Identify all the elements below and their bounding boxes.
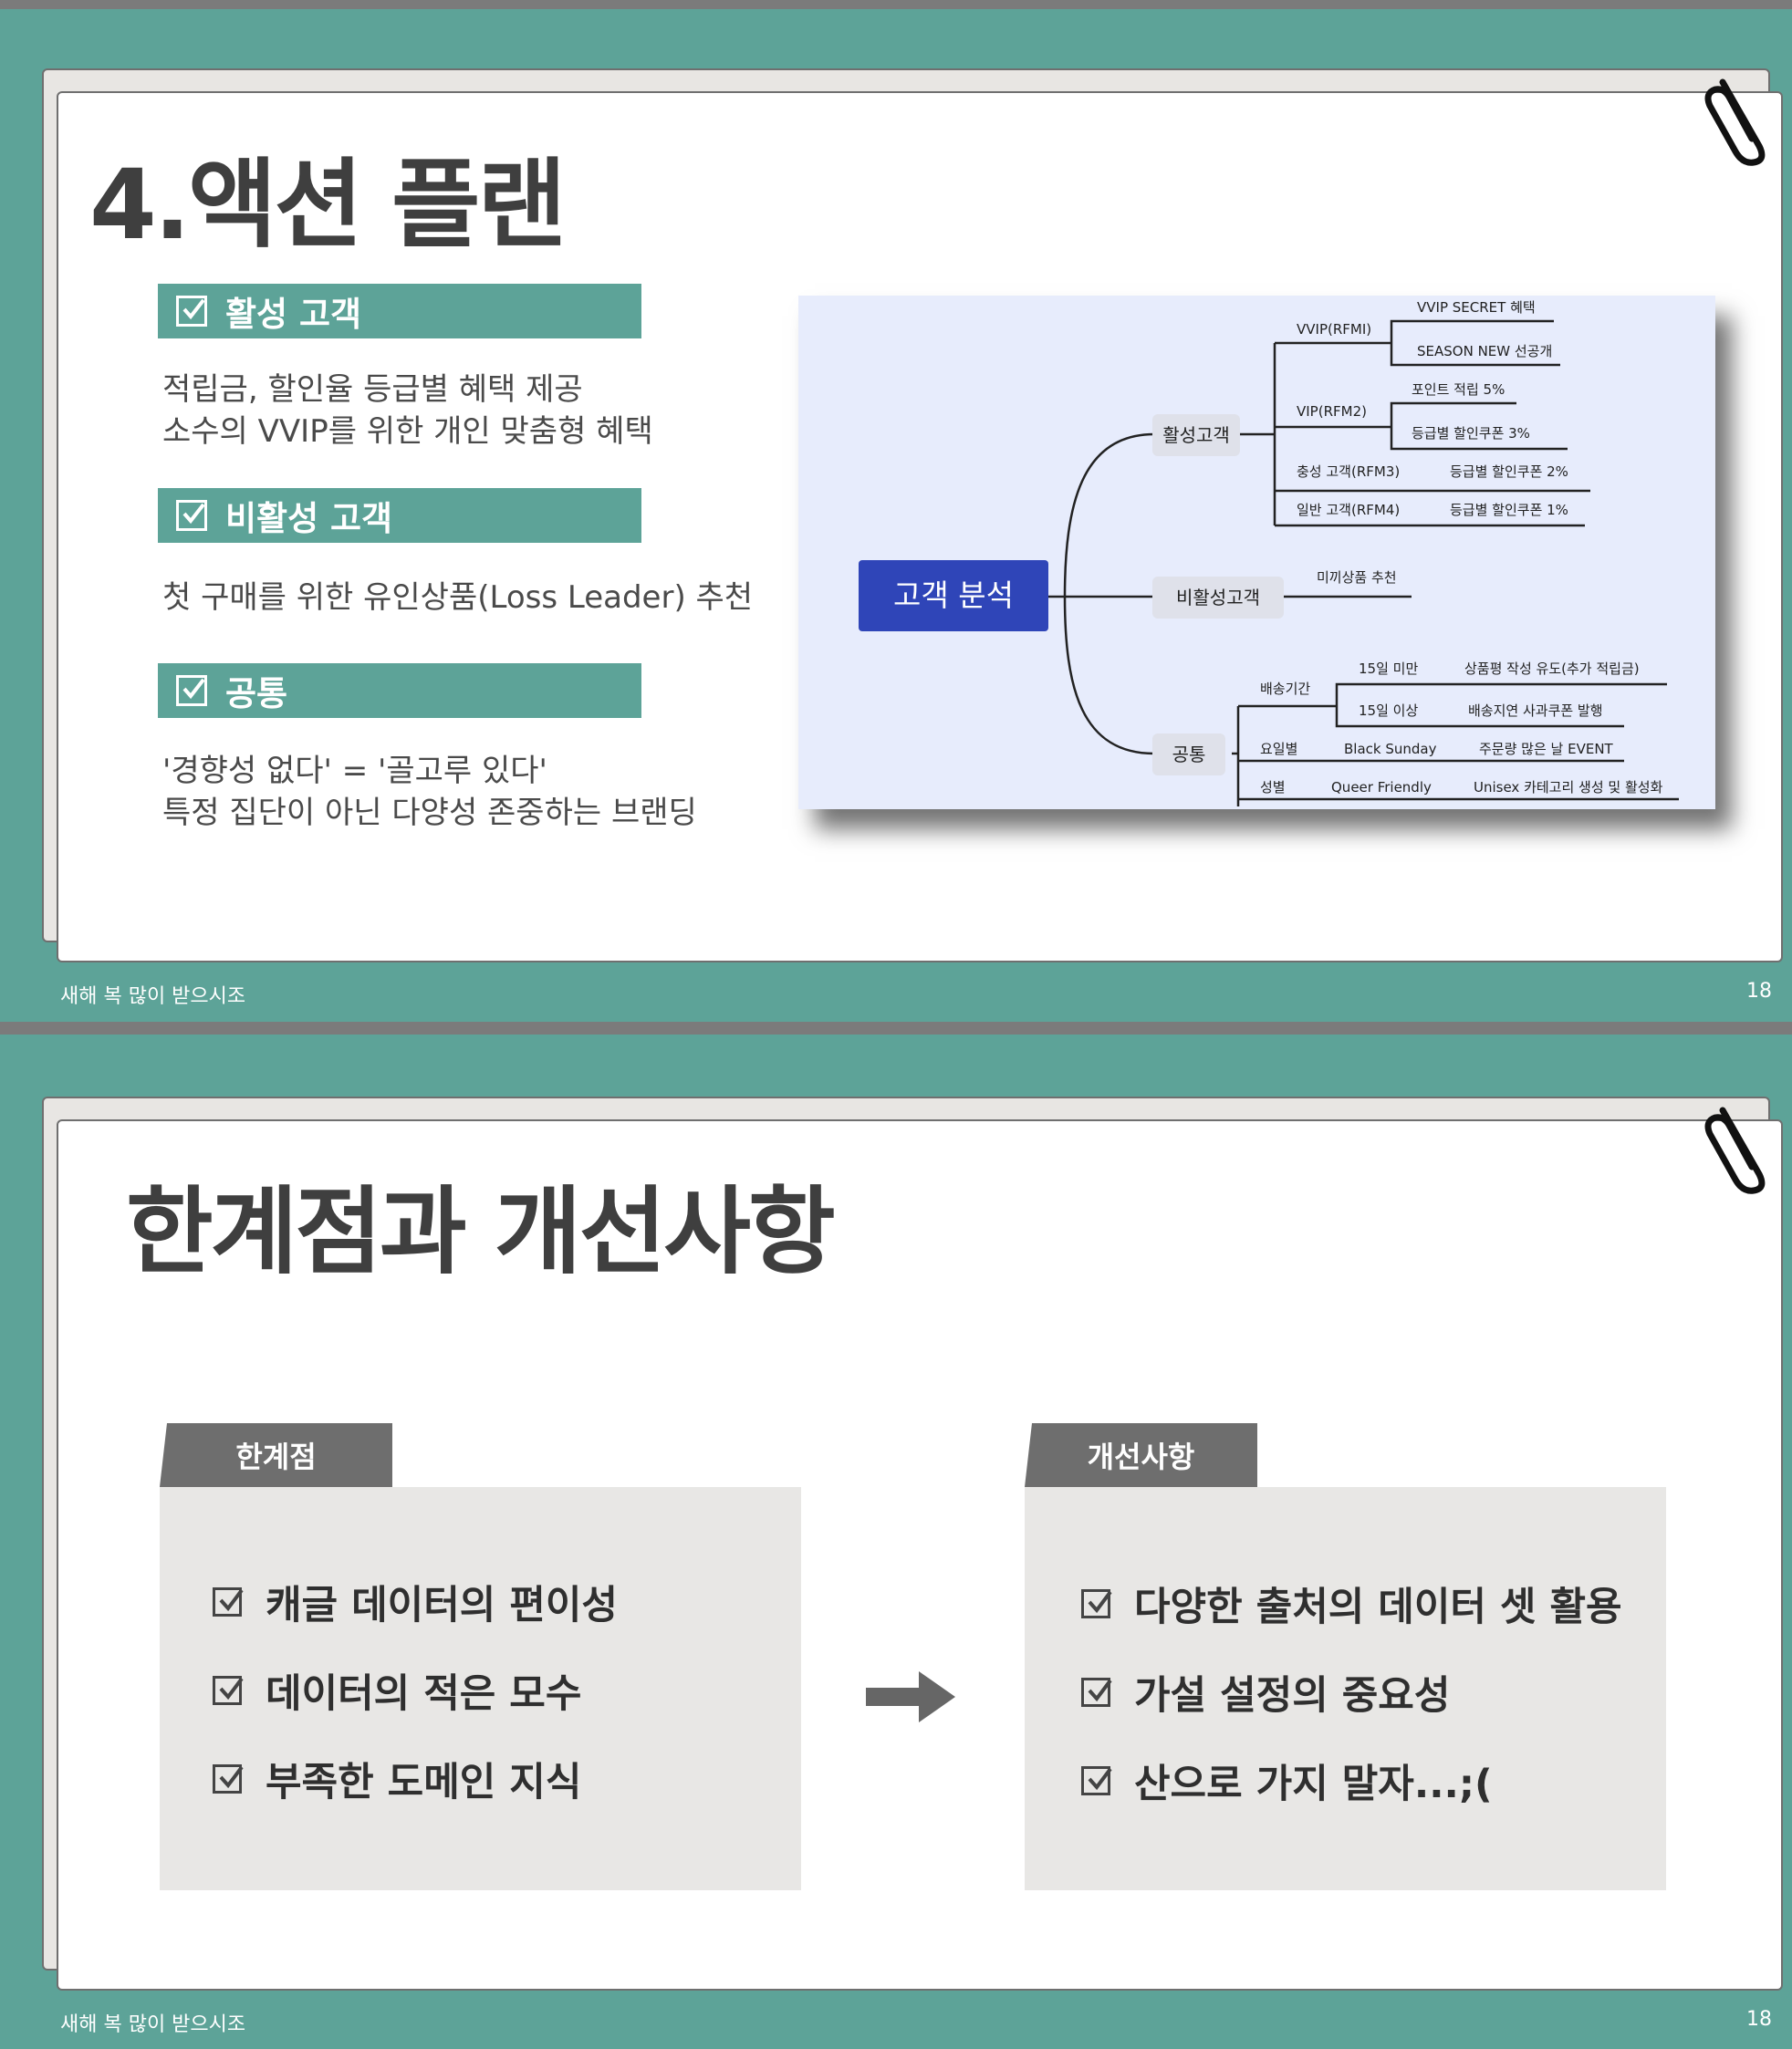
root-node-label: 고객 분석 [893,577,1014,613]
checkbox-icon [176,500,207,531]
improvement-text: 다양한 출처의 데이터 셋 활용 [1134,1585,1622,1630]
checkbox-icon [213,1587,244,1617]
node-active-label: 활성고객 [1162,424,1230,446]
node-common-label: 공통 [1172,744,1206,765]
label-delay-coupon: 배송지연 사과쿠폰 발행 [1468,702,1603,719]
section-heading-label: 공통 [225,674,288,713]
improvement-text: 산으로 가지 말자...;( [1134,1762,1493,1807]
limit-item: 데이터의 적은 모수 [213,1662,581,1719]
improvement-item: 가설 설정의 중요성 [1081,1664,1450,1721]
checkbox-icon [1081,1766,1112,1795]
footer-team-name: 새해 복 많이 받으시조 [60,985,246,1008]
label-unisex: Unisex 카테고리 생성 및 활성화 [1474,779,1663,796]
label-vip: VIP(RFM2) [1297,403,1367,420]
label-review: 상품평 작성 유도(추가 적립금) [1464,660,1640,677]
section-heading-inactive: 비활성 고객 [158,488,641,543]
section-heading-label: 활성 고객 [225,295,362,334]
limit-text: 캐글 데이터의 편이성 [266,1583,618,1628]
label-black-sunday: Black Sunday [1344,741,1437,757]
node-inactive [1152,577,1284,619]
slide-divider [0,1022,1792,1035]
checkbox-icon [213,1764,244,1794]
label-normal: 일반 고객(RFM4) [1297,502,1400,518]
paperclip-icon [1704,1107,1766,1194]
limits-panel [160,1487,801,1890]
footer-page-number: 18 [1746,2008,1772,2031]
root-node [859,560,1048,631]
checkbox-icon [176,296,207,327]
limit-text: 데이터의 적은 모수 [266,1671,582,1717]
node-inactive-label: 비활성고객 [1176,587,1260,608]
checkbox-icon [213,1676,244,1705]
node-common [1152,733,1225,775]
limit-item: 부족한 도메인 지식 [213,1751,581,1807]
slide-title: 4.액션 플랜 [89,149,567,261]
label-recommend: 미끼상품 추천 [1317,569,1397,586]
limits-tab: 한계점 [160,1423,392,1487]
label-over15: 15일 이상 [1359,702,1418,719]
label-vvip-secret: VVIP SECRET 혜택 [1417,299,1536,316]
node-active [1152,414,1240,456]
improvements-tab: 개선사항 [1025,1423,1257,1487]
label-event: 주문량 많은 날 EVENT [1479,741,1614,757]
improvements-panel [1025,1487,1666,1890]
desc-line: 적립금, 할인율 등급별 혜택 제공 [162,371,583,408]
label-coupon3: 등급별 할인쿠폰 3% [1412,425,1530,442]
label-loyal: 충성 고객(RFM3) [1297,463,1400,480]
footer-team-name: 새해 복 많이 받으시조 [60,2013,246,2036]
limit-text: 부족한 도메인 지식 [266,1760,582,1805]
paperclip-icon [1704,78,1766,166]
label-point: 포인트 적립 5% [1412,381,1505,398]
section-heading-common: 공통 [158,663,641,718]
checkbox-icon [1081,1589,1112,1618]
desc-line: 소수의 VVIP를 위한 개인 맞춤형 혜택 [162,413,653,450]
footer-page-number: 18 [1746,980,1772,1003]
improvement-text: 가설 설정의 중요성 [1134,1673,1451,1719]
label-coupon1: 등급별 할인쿠폰 1% [1450,502,1568,518]
improvement-item: 산으로 가지 말자...;( [1081,1753,1493,1809]
checkbox-icon [1081,1678,1112,1707]
section-desc-active: 적립금, 할인율 등급별 혜택 제공 소수의 VVIP를 위한 개인 맞춤형 혜… [162,369,653,452]
desc-line: 특정 집단이 아닌 다양성 존중하는 브랜딩 [162,795,697,831]
label-coupon2: 등급별 할인쿠폰 2% [1450,463,1568,480]
section-desc-inactive: 첫 구매를 위한 유인상품(Loss Leader) 추천 [162,577,753,619]
label-season-new: SEASON NEW 선공개 [1417,343,1552,359]
limit-item: 캐글 데이터의 편이성 [213,1574,618,1630]
arrow-right-icon [866,1671,955,1722]
section-heading-active: 활성 고객 [158,284,641,338]
customer-analysis-mindmap: 고객 분석 활성고객 비활성고객 공통 VVIP(RFMI) VVIP SECR… [798,296,1715,809]
label-vvip: VVIP(RFMI) [1297,321,1371,338]
label-under15: 15일 미만 [1359,660,1418,677]
desc-line: 첫 구매를 위한 유인상품(Loss Leader) 추천 [162,579,754,616]
label-gender: 성별 [1260,779,1286,796]
slide-title: 한계점과 개선사항 [126,1176,836,1287]
label-delivery: 배송기간 [1260,681,1310,697]
label-weekday: 요일별 [1260,741,1297,757]
desc-line: '경향성 없다' = '골고루 있다' [162,753,547,789]
checkbox-icon [176,675,207,706]
slide-action-plan: 4.액션 플랜 활성 고객 적립금, 할인율 등급별 혜택 제공 소수의 VVI… [0,0,1792,1022]
section-desc-common: '경향성 없다' = '골고루 있다' 특정 집단이 아닌 다양성 존중하는 브… [162,750,697,834]
label-queer: Queer Friendly [1331,779,1432,796]
top-strip [0,0,1792,9]
improvement-item: 다양한 출처의 데이터 셋 활용 [1081,1576,1622,1632]
section-heading-label: 비활성 고객 [225,499,393,538]
